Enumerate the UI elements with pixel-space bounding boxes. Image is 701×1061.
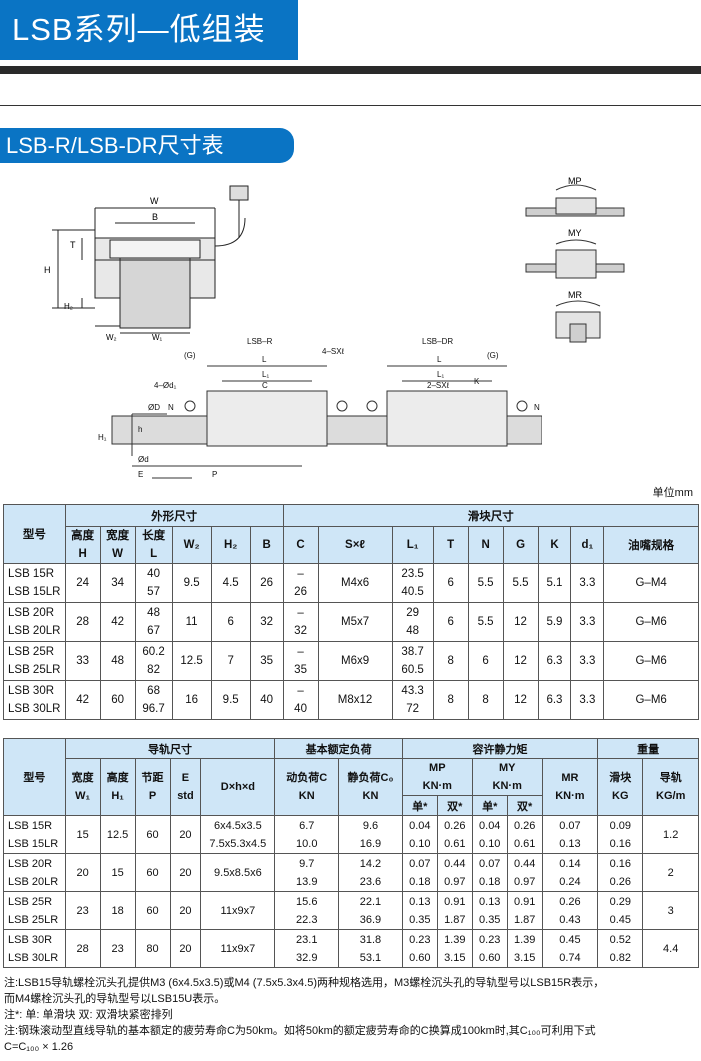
th-k: K <box>537 526 572 564</box>
dim-B: B <box>152 212 158 222</box>
lbl-sx4: 4–SXℓ <box>322 347 345 356</box>
th2-weight: 重量 <box>597 738 699 759</box>
th2-mp-double: 双* <box>436 795 473 816</box>
title-rule <box>0 66 701 74</box>
dim-H: H <box>44 265 51 275</box>
cross-section-drawing: W B T H H₂ W₂ W₁ <box>44 185 249 342</box>
dim-H2: H₂ <box>64 302 73 311</box>
th-c: C <box>282 526 319 564</box>
th-h2: H₂ <box>210 526 251 564</box>
lbl-od: ØD <box>148 403 160 412</box>
lbl-h1: H₁ <box>98 433 107 442</box>
lbl-c: C <box>262 381 268 390</box>
th2-my-single: 单* <box>471 795 508 816</box>
note-line: 而M4螺栓沉头孔的导轨型号以LSB15U表示。 <box>4 993 226 1005</box>
dim-T: T <box>70 240 76 250</box>
lbl-lsb-r: LSB–R <box>247 337 273 346</box>
footnotes: 注:LSB15导轨螺栓沉头孔提供M3 (6x4.5x3.5)或M4 (7.5x5… <box>4 975 699 1055</box>
th-w2: W₂ <box>171 526 212 564</box>
th2-my-double: 双* <box>506 795 543 816</box>
lbl-l1a: L₁ <box>262 370 269 379</box>
note-line: 注:钢珠滚动型直线导轨的基本额定的疲劳寿命C为50km。如将50km的额定疲劳寿… <box>4 1025 596 1037</box>
lbl-lsb-dr: LSB–DR <box>422 337 453 346</box>
moment-mp: MP <box>568 176 582 186</box>
th-outer: 外形尺寸 <box>64 504 284 527</box>
th2-model: 型号 <box>3 738 66 816</box>
th-block: 滑块尺寸 <box>282 504 700 527</box>
lbl-h: h <box>138 425 142 434</box>
note-line: 注*: 单: 单滑块 双: 双滑块紧密排列 <box>4 1009 173 1021</box>
lbl-n1: N <box>168 403 174 412</box>
note-line: 注:LSB15导轨螺栓沉头孔提供M3 (6x4.5x3.5)或M4 (7.5x5… <box>4 977 605 989</box>
th-grease: 油嘴规格 <box>603 526 699 564</box>
section-title: LSB-R/LSB-DR尺寸表 <box>0 128 294 163</box>
th-n: N <box>467 526 504 564</box>
dim-W2: W₂ <box>106 333 117 342</box>
lbl-p: P <box>212 470 217 479</box>
lbl-g2: (G) <box>487 351 499 360</box>
th-t: T <box>432 526 469 564</box>
th-g: G <box>502 526 539 564</box>
th-sxl: S×ℓ <box>317 526 393 564</box>
th-b: B <box>249 526 284 564</box>
moment-mr: MR <box>568 290 582 300</box>
page-title: LSB系列—低组装 <box>0 0 298 60</box>
lbl-k: K <box>474 377 480 386</box>
moment-diagrams: MP MY MR <box>525 176 625 343</box>
th2-dhd: D×h×d <box>200 758 276 816</box>
th-l1: L₁ <box>391 526 434 564</box>
dim-W1: W₁ <box>152 333 163 342</box>
th2-load: 基本额定负荷 <box>274 738 403 759</box>
lbl-l1b: L₁ <box>437 370 444 379</box>
moment-my: MY <box>568 228 582 238</box>
lbl-d: Ød <box>138 455 149 464</box>
lbl-d1: 4–Ød₁ <box>154 381 177 390</box>
lbl-e: E <box>138 470 143 479</box>
th2-mp-single: 单* <box>401 795 438 816</box>
th-model: 型号 <box>3 504 66 564</box>
dim-W: W <box>150 196 159 206</box>
lbl-l1: L <box>262 355 267 364</box>
side-view-drawing: LSB–R LSB–DR (G) (G) L L L₁ L₁ C 4–SXℓ 2… <box>98 337 542 479</box>
note-line: C=C₁₀₀ × 1.26 <box>4 1041 74 1053</box>
unit-label: 单位mm <box>652 487 693 499</box>
lbl-sx2: 2–SXℓ <box>427 381 450 390</box>
th2-static: 容许静力矩 <box>401 738 599 759</box>
lbl-n2: N <box>534 403 540 412</box>
divider <box>0 105 701 106</box>
lbl-l2: L <box>437 355 442 364</box>
lbl-g1: (G) <box>184 351 196 360</box>
th2-rail: 导轨尺寸 <box>64 738 276 759</box>
th-d1: d₁ <box>570 526 605 564</box>
